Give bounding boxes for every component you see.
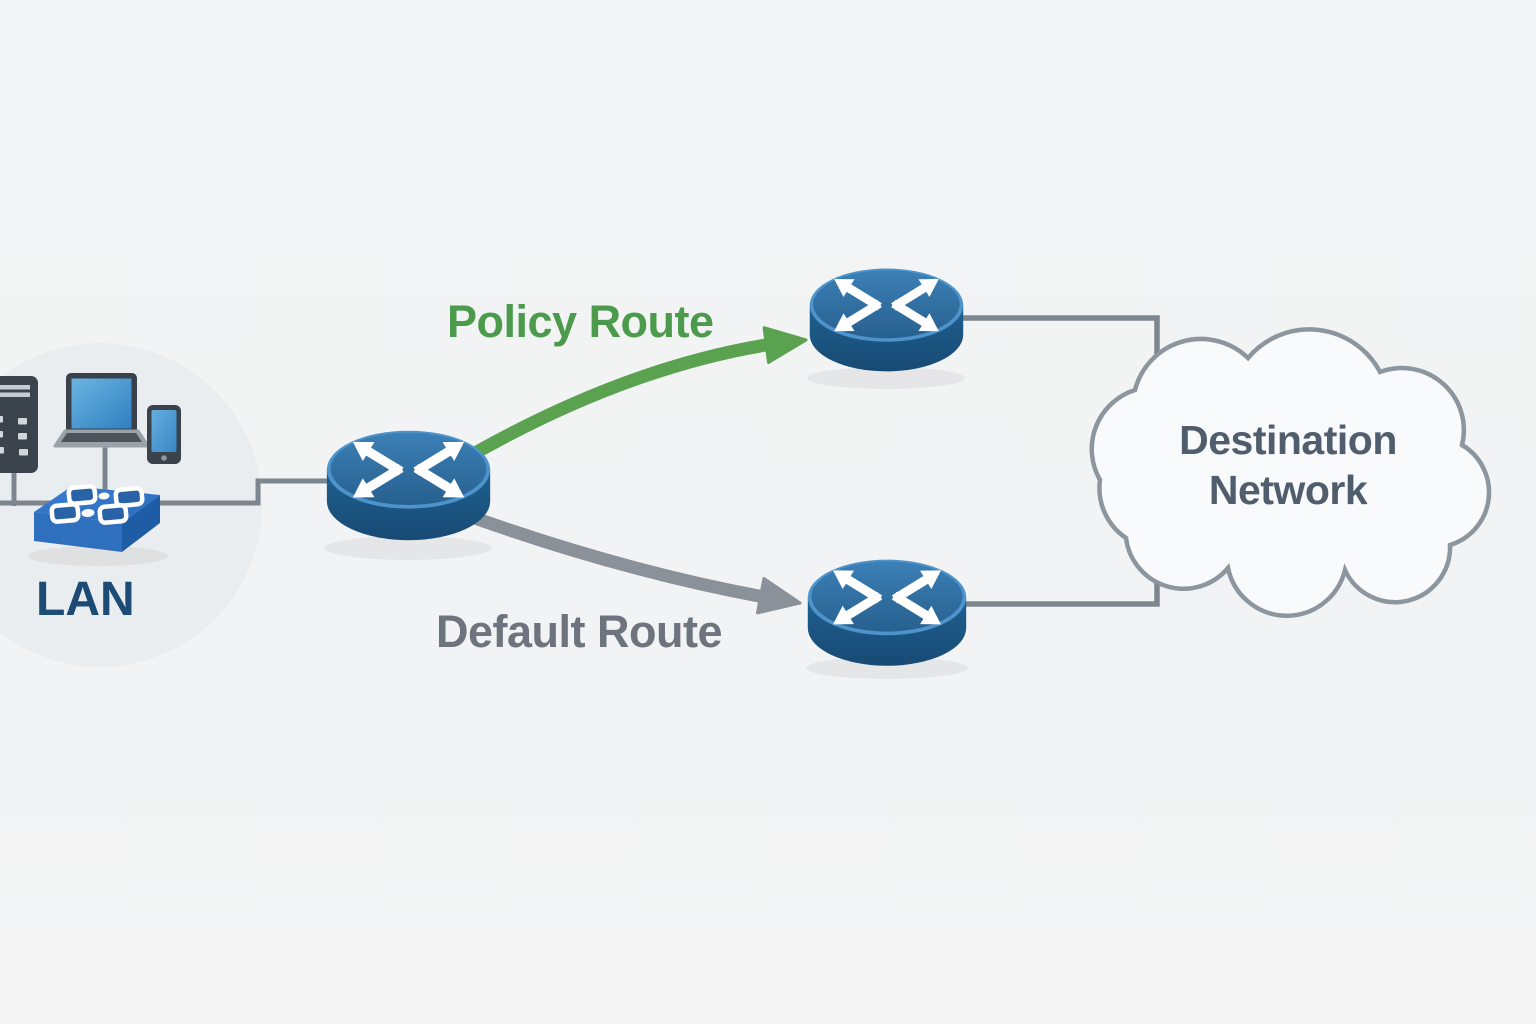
lan-label: LAN: [36, 573, 135, 626]
router-shadow: [324, 367, 968, 679]
policy-router-icon: [809, 268, 964, 372]
network-switch-icon: [28, 484, 168, 566]
destination-network-label: Destination Network: [1118, 415, 1458, 515]
cloud-icon: [1089, 327, 1492, 618]
smartphone-icon: [147, 405, 181, 464]
policy-route-arrow: [449, 326, 808, 471]
default-route-arrow: [451, 505, 802, 615]
main-router-icon: [326, 430, 491, 541]
destination-label-line2: Network: [1208, 467, 1368, 513]
default-router-icon: [807, 559, 967, 666]
laptop-icon: [53, 373, 150, 448]
policy-route-label: Policy Route: [447, 296, 714, 347]
destination-label-line1: Destination: [1179, 417, 1397, 463]
default-route-label: Default Route: [436, 606, 723, 657]
desktop-tower-icon: [0, 376, 38, 473]
